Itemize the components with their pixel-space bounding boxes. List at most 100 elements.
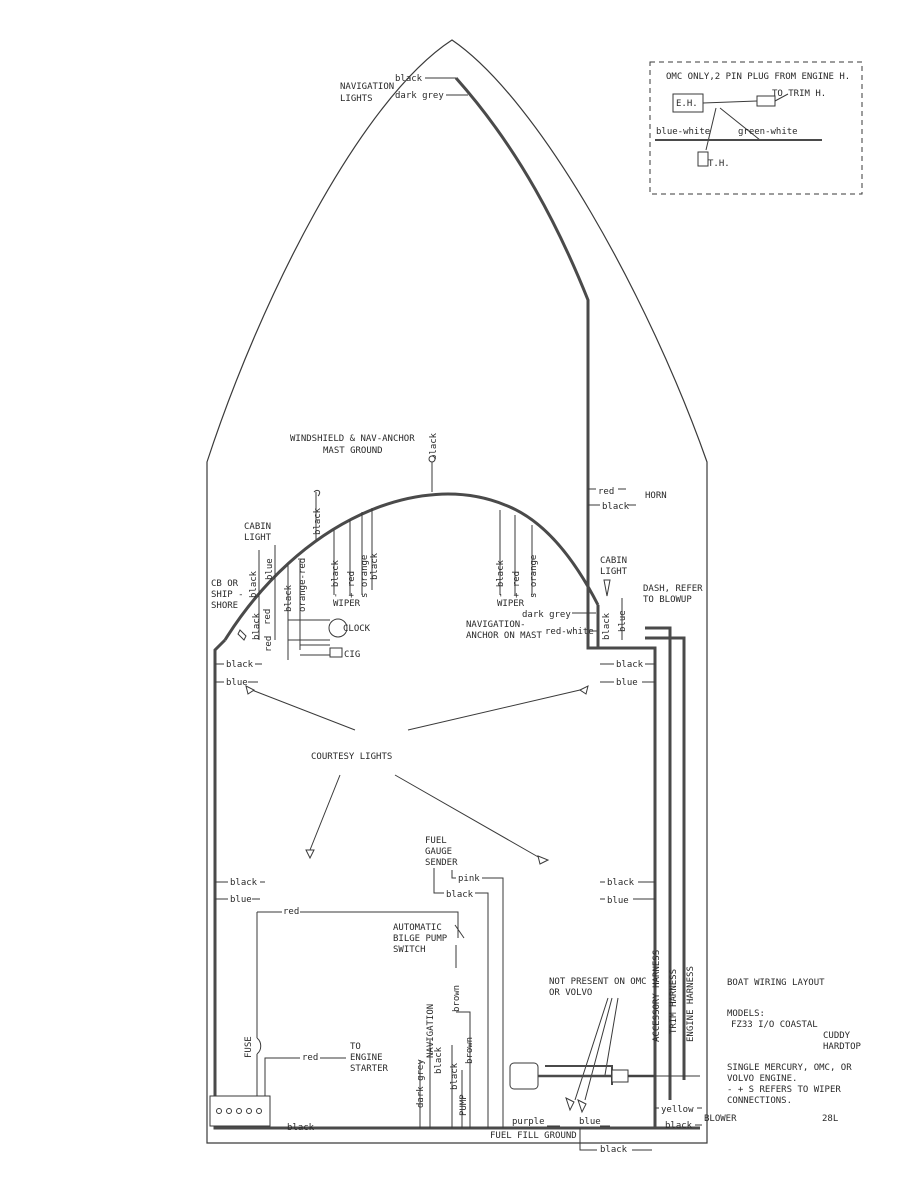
engine-harness-label: ENGINE HARNESS [686,966,696,1042]
notes-line-4: CONNECTIONS. [727,1096,792,1106]
left-cabin-light-label-1: CABIN [244,522,271,532]
cb-red-wire-1: red [263,609,273,625]
right-cabin-black-wire: black [602,612,612,640]
nav-lights-label-1: NAVIGATION [340,82,394,92]
fuel-fill-black-wire: black [600,1145,628,1155]
notes-line-1: SINGLE MERCURY, OMC, OR [727,1063,852,1073]
harness-runs [213,605,700,1130]
cb-ship-shore: CB OR SHIP - SHORE black red red [211,579,274,652]
nav-lights-dark-grey-wire: dark grey [395,91,444,101]
harness-labels: ACCESSORY HARNESS TRIM HARNESS ENGINE HA… [652,950,696,1042]
not-present-label-2: OR VOLVO [549,988,592,998]
notes-line-3: - + S REFERS TO WIPER [727,1085,841,1095]
trim-plug-icon [756,95,776,107]
notes-title: BOAT WIRING LAYOUT [727,978,825,988]
left-upper-blue-wire: blue [226,678,248,688]
dash-refer-label-1: DASH, REFER [643,584,703,594]
engine-blue-wire: blue [579,1117,601,1127]
notes-model-1: FZ33 I/O COASTAL [731,1020,818,1030]
fuel-gauge-sender: FUEL GAUGE SENDER pink black [425,836,504,1128]
starter-to-label: TO [350,1042,361,1052]
left-cabin-light: CABIN LIGHT black blue black orange-red … [244,489,323,660]
right-wiper-s-orange: s orange [529,555,539,598]
battery-black-wire: black [287,1123,315,1133]
courtesy-light-bulb-icon-4 [537,855,550,865]
horn-black-wire: black [602,502,630,512]
fuel-fill-ground-label: FUEL FILL GROUND [490,1131,577,1141]
nav-anchor-label-1: NAVIGATION- [466,620,526,630]
blower-black-wire: black [665,1121,693,1131]
bilge-label-3: SWITCH [393,945,426,955]
clock-label: CLOCK [343,624,371,634]
starter-red-wire: red [302,1053,318,1063]
right-cabin-light-bulb-icon [603,579,611,597]
clock-icon [328,618,348,638]
left-wiper-black: black [370,552,380,580]
left-wiper: - black + red s orange black WIPER [331,508,380,609]
mast-ground-terminal-icon [428,455,436,463]
engine-purple-wire: purple [512,1117,545,1127]
inset-title-line1: OMC ONLY,2 PIN PLUG FROM ENGINE H. [666,72,850,82]
left-lower-blue-wire: blue [230,895,252,905]
left-cabin-black-wire: black [249,570,259,598]
console-dark-grey-wire: dark grey [416,1059,426,1108]
console-navigation-label: NAVIGATION [426,1004,436,1058]
notes-model-2: CUDDY [823,1031,851,1041]
plug-connector-icon [611,1069,629,1083]
left-upper-black-wire: black [226,660,254,670]
fuel-gauge-pink-wire: pink [458,874,480,884]
accessory-harness-label: ACCESSORY HARNESS [652,950,662,1042]
trim-harness-label: TRIM HARNESS [669,969,679,1034]
cb-black-wire: black [252,612,262,640]
inset-title-line2: TO TRIM H. [772,89,826,99]
nav-lights-label-2: LIGHTS [340,94,373,104]
cb-label-2: SHIP - [211,590,244,600]
console-pump-label: PUMP [459,1094,469,1116]
nav-anchor-dark-grey-wire: dark grey [522,610,571,620]
diagram-notes: BOAT WIRING LAYOUT MODELS: FZ33 I/O COAS… [727,978,862,1124]
inset-blue-white-label: blue-white [656,127,710,137]
right-cabin-blue-wire: blue [618,610,628,632]
not-present-label-1: NOT PRESENT ON OMC [549,977,647,987]
courtesy-lights: COURTESY LIGHTS [245,685,589,865]
right-cabin-light-label-1: CABIN [600,556,627,566]
right-wiper: - black + red s orange WIPER [496,510,539,609]
right-wiper-label: WIPER [497,599,525,609]
clock-and-cig: CLOCK CIG [288,618,371,660]
left-cabin-orange-red-wire: orange-red [298,558,308,612]
nav-anchor-label-2: ANCHOR ON MAST [466,631,542,641]
dash-refer-label-2: TO BLOWUP [643,595,692,605]
nav-lights-black-wire: black [395,74,423,84]
inset-green-white-label: green-white [738,127,798,137]
engine-compartment: NOT PRESENT ON OMC OR VOLVO purple blue … [509,977,737,1131]
courtesy-lights-label: COURTESY LIGHTS [311,752,392,762]
notes-model-3: HARDTOP [823,1042,862,1052]
right-lower-blue-wire: blue [607,896,629,906]
bilge-switch-icon [454,924,465,939]
mast-ground-black-wire: black [429,432,439,460]
fuse-label: FUSE [244,1036,254,1058]
cb-label-3: SHORE [211,601,238,611]
cb-plug-icon [237,629,247,641]
starter-starter-label: STARTER [350,1064,389,1074]
left-cabin-blue-wire: blue [265,558,275,580]
fuel-gauge-label-2: GAUGE [425,847,452,857]
right-cabin-light: CABIN LIGHT black blue DASH, REFER TO BL… [600,556,703,640]
sender-plug-icon-1 [565,1097,575,1112]
sender-plug-icon-2 [577,1099,587,1114]
left-cabin-black-top-wire: black [313,507,323,535]
inset-th-label: T.H. [708,159,730,169]
blower-label: BLOWER [704,1114,737,1124]
cig-label: CIG [344,650,360,660]
bilge-red-wire: red [283,907,299,917]
cb-label-1: CB OR [211,579,239,589]
right-wiper-pos-red: + red [512,571,522,598]
starter-engine-label: ENGINE [350,1053,383,1063]
left-wiper-pos-red: + red [347,571,357,598]
console-wires: dark grey NAVIGATION black black PUMP br… [416,1004,475,1128]
nav-anchor-mast: NAVIGATION- ANCHOR ON MAST dark grey red… [466,610,598,641]
trim-pump-icon [509,1062,539,1090]
console-black-wire-2: black [450,1062,460,1090]
windshield-arc: WINDSHIELD & NAV-ANCHOR MAST GROUND blac… [223,432,600,641]
